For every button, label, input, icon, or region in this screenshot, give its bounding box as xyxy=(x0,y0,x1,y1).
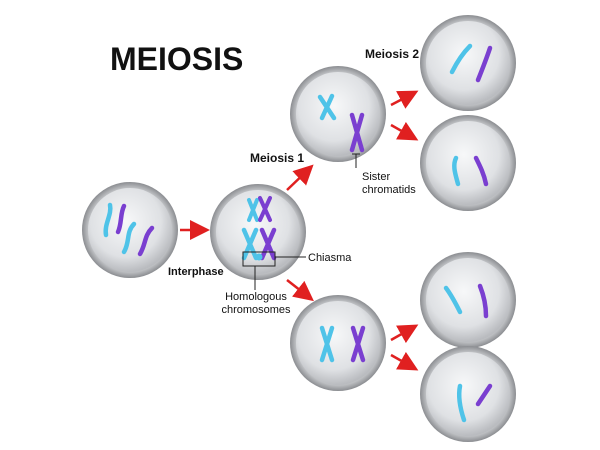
label-sister-line2: chromatids xyxy=(362,184,416,196)
arrow-lower-to-third xyxy=(390,324,419,344)
cell-meiosis2-3 xyxy=(420,252,516,348)
cell-meiosis1-lower xyxy=(290,295,386,391)
cell-meiosis2-4 xyxy=(420,346,516,442)
label-homologous-line2: chromosomes xyxy=(221,304,291,316)
label-interphase: Interphase xyxy=(168,266,224,278)
label-homologous-line1: Homologous xyxy=(225,291,287,303)
label-sister-line1: Sister xyxy=(362,171,390,183)
label-meiosis1: Meiosis 1 xyxy=(250,151,304,165)
cell-meiosis1 xyxy=(210,184,306,280)
label-meiosis2: Meiosis 2 xyxy=(365,47,419,61)
arrow-upper-to-top xyxy=(390,90,419,109)
page-title: MEIOSIS xyxy=(110,41,243,77)
arrows xyxy=(180,90,419,371)
arrow-upper-to-second xyxy=(390,121,419,141)
arrow-lower-to-bottom xyxy=(390,351,419,371)
label-chiasma: Chiasma xyxy=(308,252,352,264)
cell-meiosis1-upper xyxy=(290,66,386,162)
cell-meiosis2-1 xyxy=(420,15,516,111)
cell-meiosis2-2 xyxy=(420,115,516,211)
arrow-to-upper-cell xyxy=(286,164,314,191)
cell-interphase xyxy=(82,182,178,278)
arrow-to-lower-cell xyxy=(286,279,314,302)
annotation-lines xyxy=(242,153,360,290)
